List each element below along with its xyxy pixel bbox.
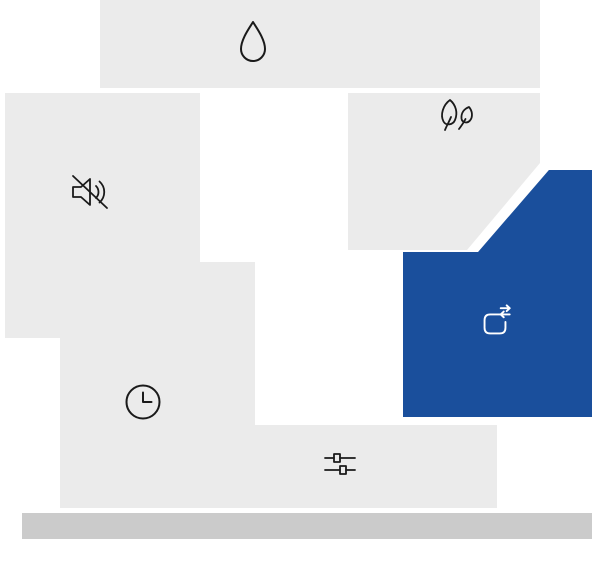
- leaves-icon: [437, 98, 475, 132]
- water-drop-icon: [237, 19, 269, 65]
- tile-water[interactable]: [100, 0, 540, 88]
- sliders-icon: [324, 451, 356, 477]
- speaker-muted-icon: [68, 171, 112, 213]
- tile-eco[interactable]: [348, 93, 540, 250]
- remote-sync-icon: [476, 303, 514, 341]
- tile-sliders[interactable]: [203, 425, 497, 508]
- clock-icon: [124, 383, 162, 421]
- scroll-indicator[interactable]: [22, 513, 592, 539]
